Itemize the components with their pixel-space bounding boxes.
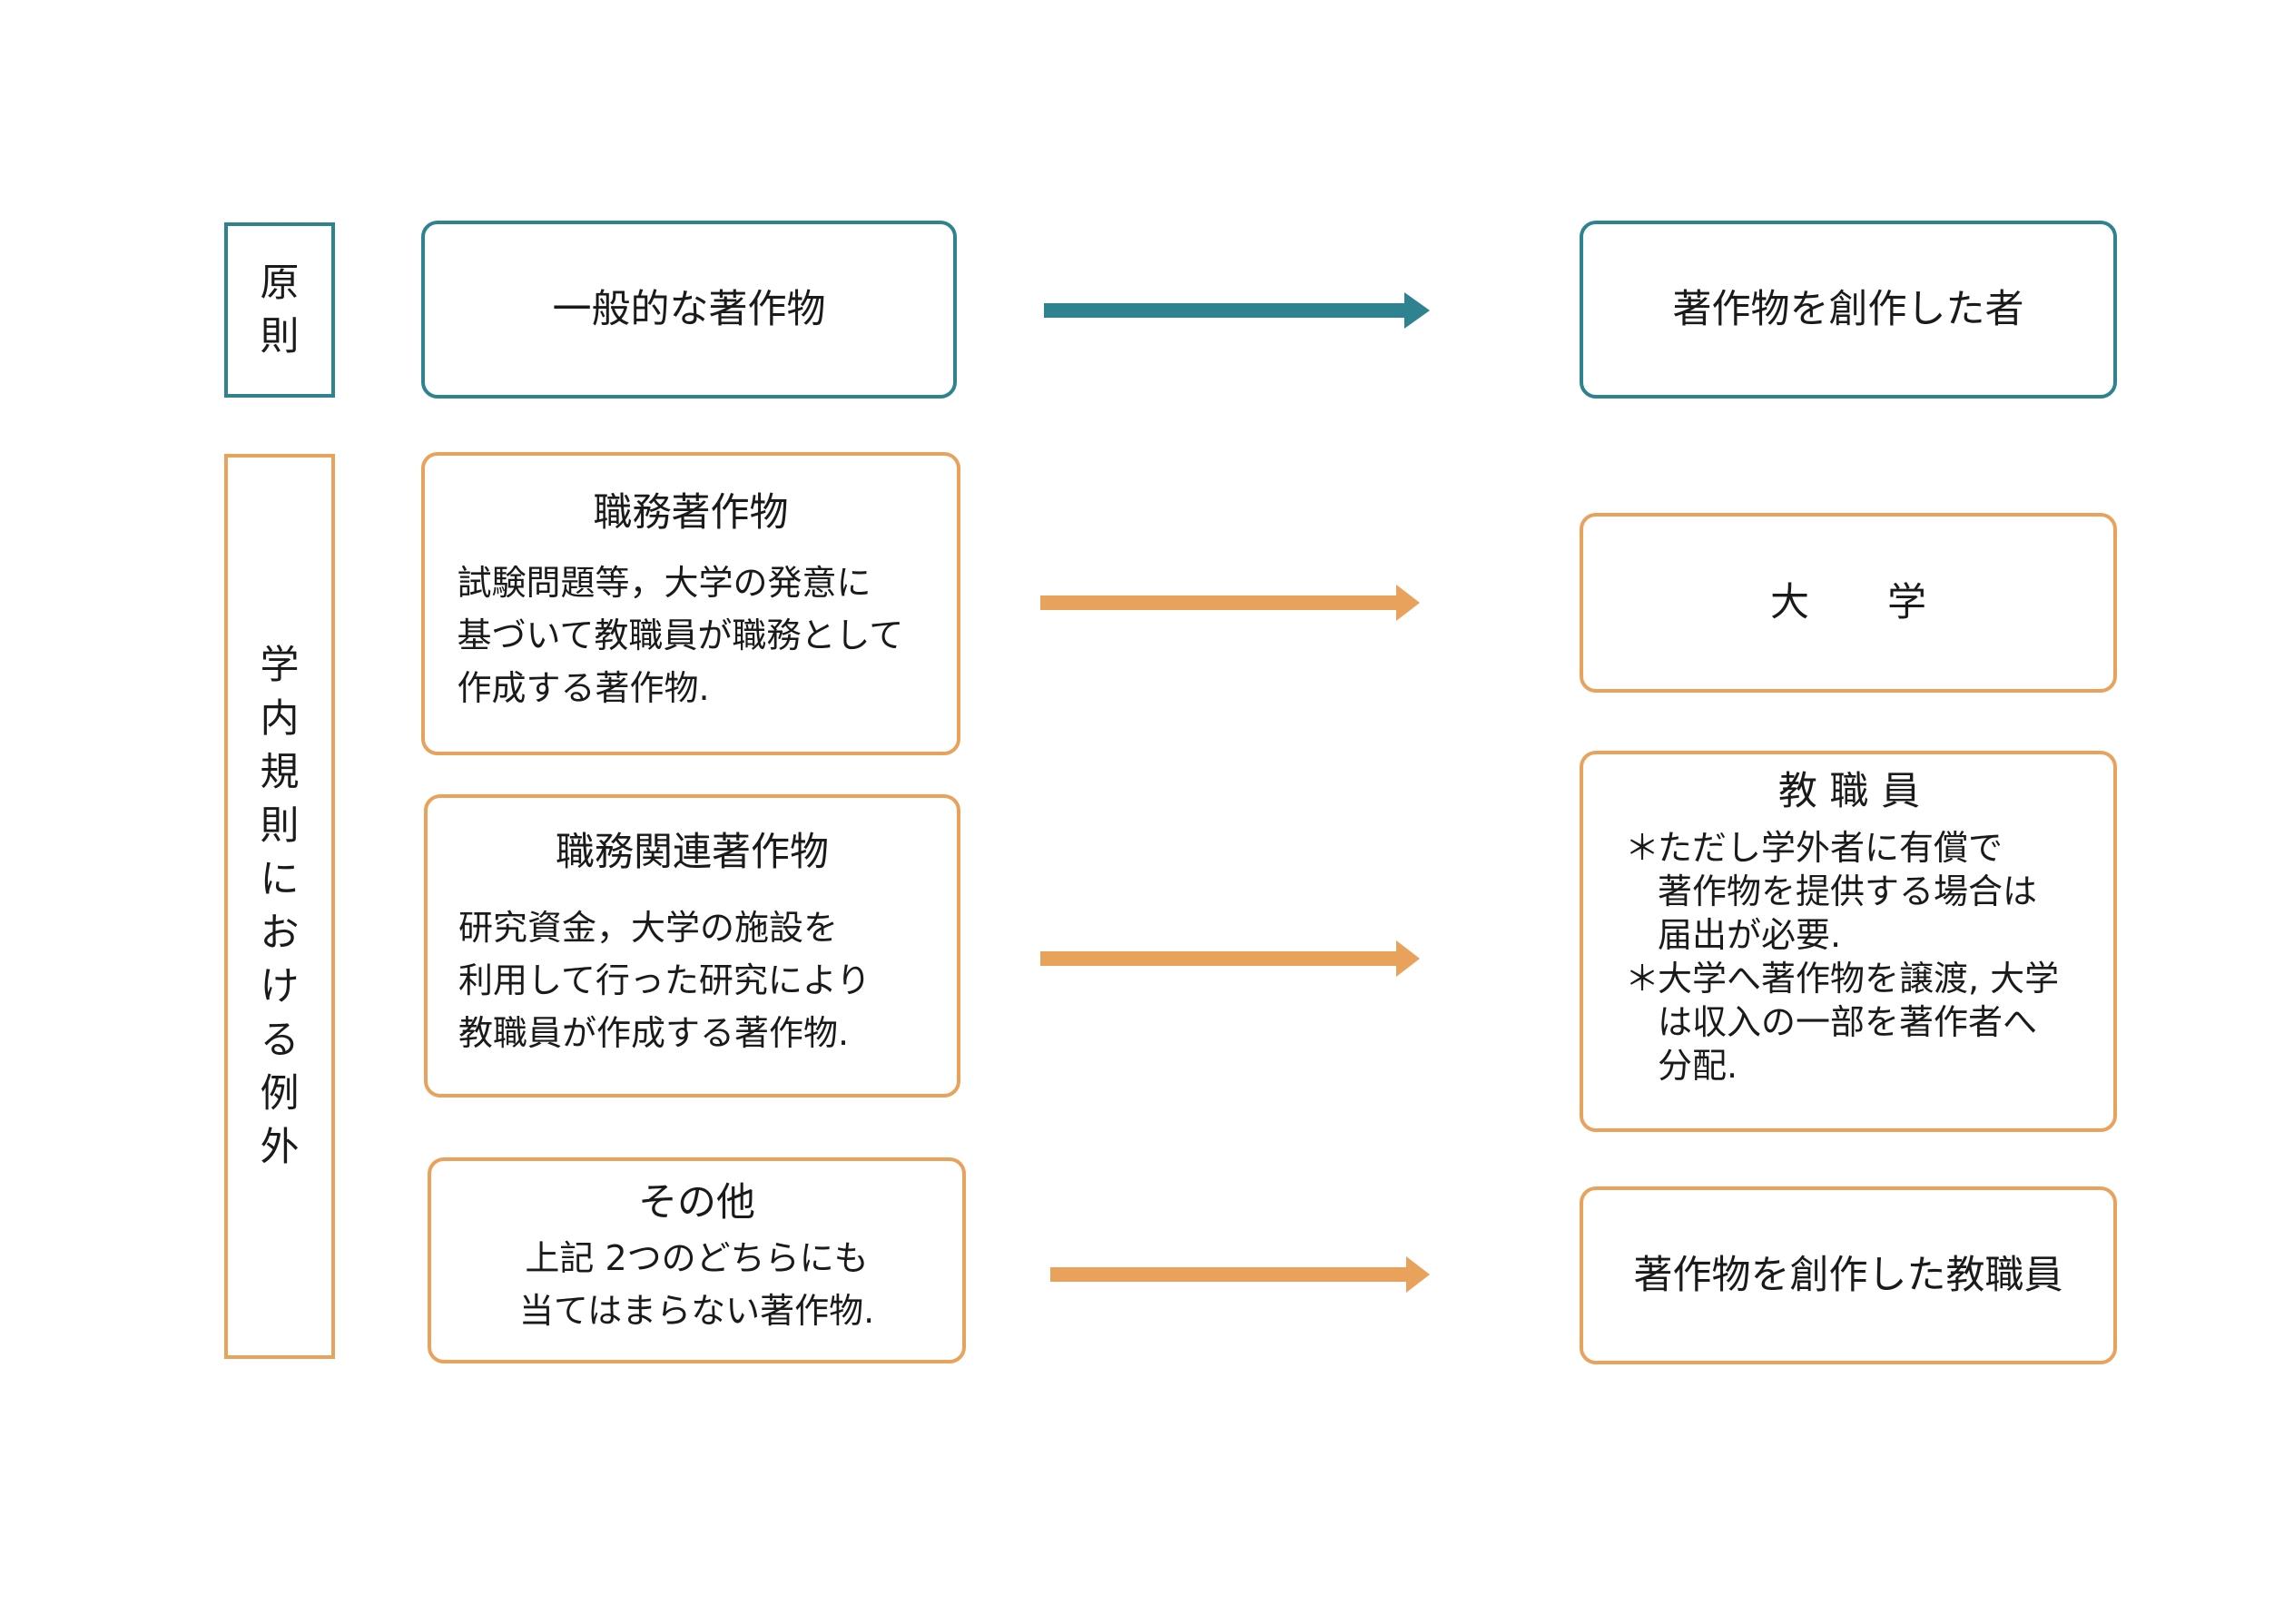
source-box-job-works: 職務著作物 試験問題等，大学の発意に 基づいて教職員が職務として 作成する著作物…	[421, 452, 960, 755]
owner-box-faculty: 教 職 員 ＊ ただし学外者に有償で 著作物を提供する場合は 届出が必要. ＊ …	[1580, 751, 2117, 1132]
source-desc-line: 研究資金，大学の施設を	[458, 907, 839, 948]
source-desc: 上記 2つのどちらにも 当てはまらない著作物.	[519, 1232, 874, 1337]
source-box-job-related-works: 職務関連著作物 研究資金，大学の施設を 利用して行った研究により 教職員が作成す…	[424, 794, 960, 1097]
source-title: 職務関連著作物	[556, 829, 829, 875]
owner-box-university: 大 学	[1580, 513, 2117, 693]
source-desc-line: 教職員が作成する著作物.	[458, 1012, 850, 1053]
label-char: 例	[260, 1070, 300, 1117]
label-char: 規	[260, 749, 300, 795]
arrow-job-works	[1040, 585, 1420, 621]
note-indent	[1625, 913, 1658, 957]
source-desc-line: 試験問題等，大学の発意に	[457, 562, 871, 603]
arrow-job-related-works	[1040, 940, 1420, 977]
note-text: は収入の一部を著作者へ	[1658, 1002, 2038, 1042]
label-char: 内	[260, 695, 300, 742]
owner-title: 著作物を創作した教職員	[1633, 1252, 2063, 1298]
note-indent	[1625, 1000, 1658, 1044]
owner-title: 教 職 員	[1777, 769, 1921, 814]
note-text: 大学へ著作物を譲渡, 大学	[1658, 959, 2060, 999]
asterisk-icon: ＊	[1625, 828, 1660, 868]
source-desc-line: 上記 2つのどちらにも	[525, 1238, 869, 1278]
source-desc-line: 基づいて教職員が職務として	[457, 615, 904, 655]
source-title: 職務著作物	[593, 489, 789, 536]
owner-title: 大 学	[1770, 579, 1926, 625]
label-char: 外	[260, 1124, 300, 1170]
label-char: お	[260, 910, 300, 956]
note-text: 著作物を提供する場合は	[1658, 871, 2038, 911]
note-indent	[1625, 870, 1658, 913]
label-char: け	[260, 963, 300, 1009]
note-text: 届出が必要.	[1658, 915, 1842, 955]
note-line: は収入の一部を著作者へ	[1625, 1000, 2092, 1044]
source-desc-line: 作成する著作物.	[457, 667, 710, 708]
note-text: ただし学外者に有償で	[1658, 828, 2003, 868]
source-title: その他	[638, 1180, 755, 1225]
asterisk-icon: ＊	[1625, 959, 1660, 999]
principle-label-box: 原則	[224, 222, 335, 398]
label-char: 則	[260, 313, 300, 359]
source-box-general: 一般的な著作物	[421, 221, 957, 399]
source-desc-line: 利用して行った研究により	[458, 960, 871, 1000]
label-char: 学	[260, 642, 300, 688]
note-line: 届出が必要.	[1625, 913, 2092, 957]
note-line: 著作物を提供する場合は	[1625, 870, 2092, 913]
exception-label-box: 学内規則における例外	[224, 454, 335, 1359]
source-desc: 試験問題等，大学の発意に 基づいて教職員が職務として 作成する著作物.	[458, 556, 925, 714]
note-line: 分配.	[1625, 1044, 2092, 1088]
note-indent	[1625, 1044, 1658, 1088]
label-char: に	[260, 856, 300, 902]
source-title: 一般的な著作物	[552, 286, 826, 332]
source-box-other-works: その他 上記 2つのどちらにも 当てはまらない著作物.	[428, 1157, 966, 1363]
label-char: る	[260, 1017, 300, 1063]
arrow-principle	[1044, 292, 1430, 329]
source-desc: 研究資金，大学の施設を 利用して行った研究により 教職員が作成する著作物.	[458, 901, 926, 1059]
arrow-other-works	[1050, 1256, 1430, 1293]
owner-box-creating-faculty: 著作物を創作した教職員	[1580, 1186, 2117, 1364]
exception-label: 学内規則における例外	[261, 639, 300, 1175]
note-text: 分配.	[1658, 1046, 1738, 1086]
owner-box-creator: 著作物を創作した者	[1580, 221, 2117, 399]
label-char: 原	[260, 260, 300, 306]
note-line: ＊ ただし学外者に有償で	[1625, 826, 2092, 870]
source-desc-line: 当てはまらない著作物.	[518, 1291, 875, 1331]
note-line: ＊ 大学へ著作物を譲渡, 大学	[1625, 957, 2092, 1000]
label-char: 則	[260, 802, 300, 849]
owner-notes: ＊ ただし学外者に有償で 著作物を提供する場合は 届出が必要. ＊ 大学へ著作物…	[1625, 826, 2092, 1088]
owner-title: 著作物を創作した者	[1672, 286, 2024, 332]
principle-label: 原則	[261, 257, 300, 364]
